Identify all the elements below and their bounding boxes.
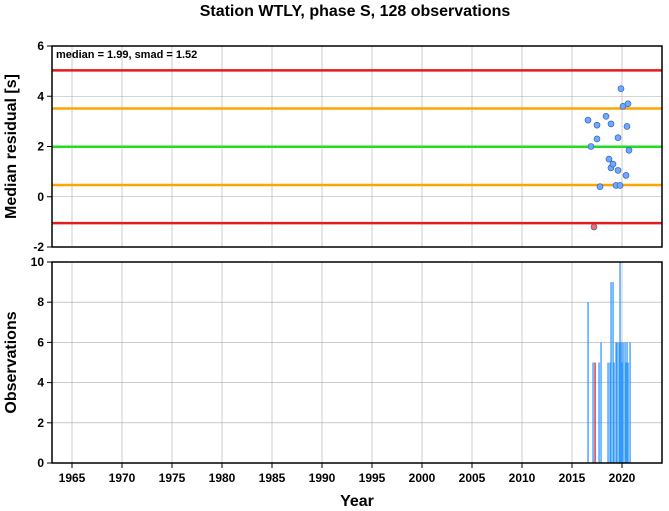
residual-point (593, 121, 601, 129)
observation-bar (621, 362, 623, 463)
residual-point (622, 172, 630, 179)
residual-y-tick-label: -2 (33, 240, 44, 254)
observation-bar (613, 362, 615, 463)
year-x-tick-label: 1965 (59, 471, 86, 485)
residual-point (596, 183, 604, 190)
observation-bar (594, 362, 596, 463)
observation-bar (622, 342, 624, 463)
residual-point (623, 123, 631, 130)
year-x-tick-label: 2010 (509, 471, 536, 485)
observation-bar (624, 342, 626, 463)
year-x-tick-label: 1990 (309, 471, 336, 485)
residual-point (625, 146, 633, 154)
observation-bar (625, 362, 627, 463)
residual-point (616, 182, 624, 189)
observation-bar (607, 362, 609, 463)
observation-bar (612, 282, 614, 463)
residual-panel: -2 0 2 4 6 median = 1.99, smad = 1.52 Median… (3, 39, 663, 254)
residual-point (584, 116, 592, 124)
residual-y-tick-label: 6 (37, 39, 44, 53)
observations-y-tick-label: 4 (37, 376, 44, 390)
year-x-tick-label: 2015 (559, 471, 586, 485)
residual-point (617, 85, 625, 93)
observations-y-tick-label: 2 (37, 416, 44, 430)
observation-bar (598, 362, 600, 463)
residual-point (614, 167, 622, 174)
residual-point (587, 143, 595, 150)
observation-bar (629, 342, 631, 463)
observations-y-ticks: 0 2 4 6 8 10 (31, 255, 52, 470)
residual-points (584, 85, 633, 231)
residual-point (593, 135, 601, 143)
observations-y-tick-label: 8 (37, 295, 44, 309)
observation-bar (600, 342, 602, 463)
year-x-tick-label: 1970 (109, 471, 136, 485)
year-x-tick-label: 1980 (209, 471, 236, 485)
observation-bar (616, 342, 618, 463)
residual-y-tick-label: 0 (37, 190, 44, 204)
threshold-lines (52, 69, 662, 225)
observation-bar (610, 282, 612, 463)
residual-y-tick-label: 2 (37, 140, 44, 154)
residual-y-ticks: -2 0 2 4 6 (33, 39, 52, 254)
observation-bar (620, 342, 622, 463)
observations-y-tick-label: 0 (37, 456, 44, 470)
median-smad-annotation: median = 1.99, smad = 1.52 (56, 49, 197, 61)
year-x-ticks: 1965 1970 1975 1980 1985 1990 1995 2000 2005 2010… (59, 463, 636, 485)
observations-y-tick-label: 10 (31, 255, 45, 269)
observations-panel: 0 2 4 6 8 10 1965 1970 1975 1980 1985 1990 1995 2000… (3, 255, 663, 510)
observation-bars (587, 262, 631, 463)
observation-bar (619, 262, 621, 463)
observation-bar (618, 342, 620, 463)
year-x-tick-label: 2000 (409, 471, 436, 485)
residual-point (609, 160, 617, 168)
observations-grid (52, 261, 662, 464)
residual-y-tick-label: 4 (37, 89, 44, 103)
observation-bar (615, 342, 617, 463)
residual-point (624, 100, 632, 108)
residual-point (602, 113, 610, 120)
year-x-tick-label: 1975 (159, 471, 186, 485)
observations-y-tick-label: 6 (37, 335, 44, 349)
observation-bar (627, 362, 629, 463)
observations-frame (51, 261, 663, 464)
observation-bar (609, 362, 611, 463)
residual-point (614, 134, 622, 142)
year-x-tick-label: 1985 (259, 471, 286, 485)
residual-point (605, 155, 613, 163)
residual-point (607, 120, 615, 128)
year-x-axis-label: Year (340, 493, 374, 510)
observation-bar (626, 342, 628, 463)
year-x-tick-label: 2005 (459, 471, 486, 485)
residual-y-axis-label: Median residual [s] (3, 74, 20, 219)
chart-title: Station WTLY, phase S, 128 observations (200, 3, 511, 20)
observation-bar (587, 302, 589, 463)
observation-bar (592, 362, 594, 463)
year-x-tick-label: 1995 (359, 471, 386, 485)
year-x-tick-label: 2020 (609, 471, 636, 485)
observations-y-axis-label: Observations (3, 311, 20, 413)
residual-point (590, 223, 598, 231)
